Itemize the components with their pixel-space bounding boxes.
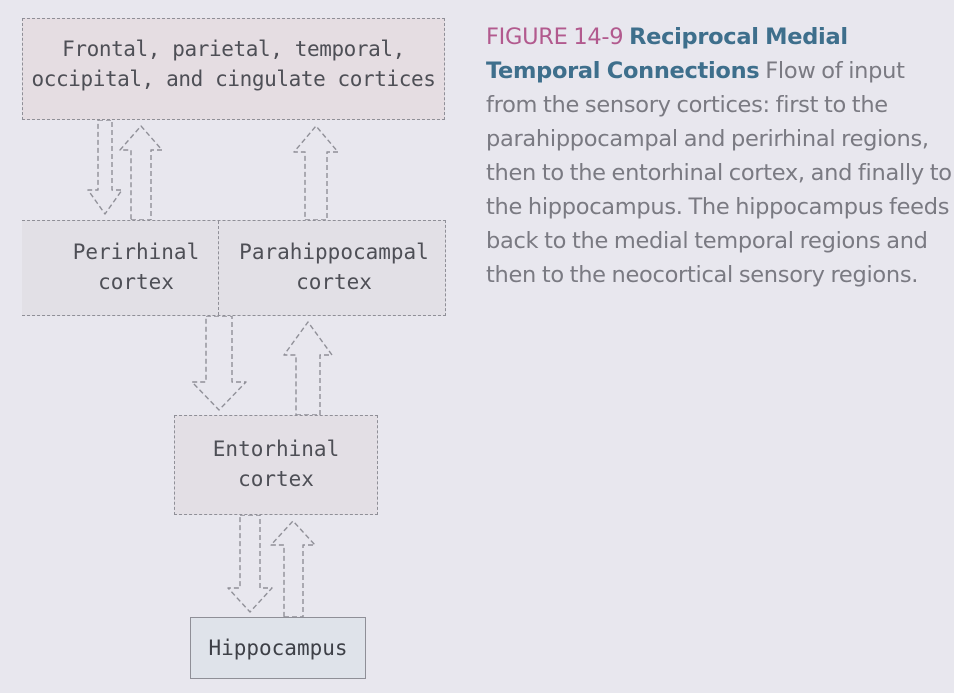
entorhinal-label-line1: Entorhinal <box>212 437 340 461</box>
perirhinal-cortex-node: Perirhinal cortex <box>46 237 226 297</box>
parahippocampal-cortex-node: Parahippocampal cortex <box>224 237 444 297</box>
cortices-label-line1: Frontal, parietal, temporal, <box>62 37 405 61</box>
arrow-medial-to-entorhinal <box>191 315 247 411</box>
entorhinal-cortex-node: Entorhinal cortex <box>174 415 378 515</box>
parahippocampal-label-line1: Parahippocampal <box>239 240 429 264</box>
figure-caption: FIGURE 14-9 Reciprocal Medial Temporal C… <box>486 20 954 292</box>
medial-divider <box>218 221 219 315</box>
flow-diagram: Frontal, parietal, temporal, occipital, … <box>0 0 460 693</box>
arrow-perirhinal-to-cortices <box>119 125 163 221</box>
perirhinal-label-line2: cortex <box>98 270 174 294</box>
entorhinal-label-line2: cortex <box>238 467 314 491</box>
cortices-box: Frontal, parietal, temporal, occipital, … <box>22 18 445 120</box>
cortices-label-line2: occipital, and cingulate cortices <box>31 67 436 91</box>
medial-temporal-box: Perirhinal cortex Parahippocampal cortex <box>22 220 446 316</box>
figure-body-text: Flow of input from the sensory cortices:… <box>486 58 952 288</box>
arrow-entorhinal-to-parahippocampal <box>283 321 333 416</box>
figure-title: Reciprocal Medial Temporal Connections <box>486 24 848 84</box>
hippocampus-label: Hippocampus <box>208 636 348 660</box>
arrow-hippocampus-to-entorhinal <box>270 520 316 618</box>
figure-number: FIGURE 14-9 <box>486 24 624 50</box>
perirhinal-label-line1: Perirhinal <box>72 240 200 264</box>
arrow-entorhinal-to-hippocampus <box>227 514 273 613</box>
hippocampus-node: Hippocampus <box>190 617 366 679</box>
arrow-cortices-to-perirhinal <box>87 119 123 215</box>
parahippocampal-label-line2: cortex <box>296 270 372 294</box>
arrow-parahippocampal-to-cortices <box>293 125 339 221</box>
connection-arrows <box>87 119 339 618</box>
